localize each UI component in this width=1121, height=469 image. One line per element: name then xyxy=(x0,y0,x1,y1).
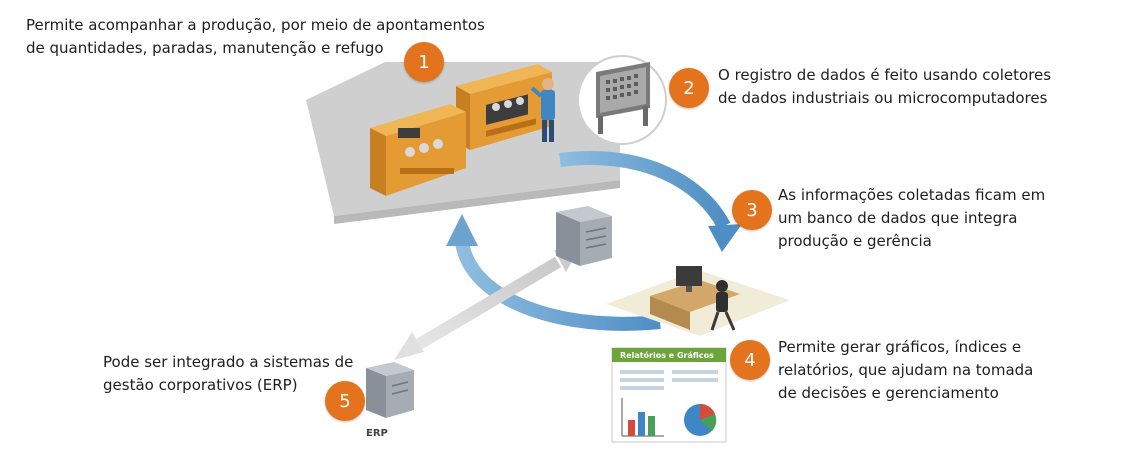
step-1-caption: Permite acompanhar a produção, por meio … xyxy=(26,14,526,60)
step-5-line: gestão corporativos (ERP) xyxy=(103,376,298,394)
step-5-caption: Pode ser integrado a sistemas de gestão … xyxy=(103,351,403,397)
report-icon: Relatórios e Gráficos xyxy=(611,347,727,443)
step-1-line: de quantidades, paradas, manutenção e re… xyxy=(26,39,384,57)
step-3-line: produção e gerência xyxy=(778,232,932,250)
workstation-icon xyxy=(606,266,790,336)
step-2-line: de dados industriais ou microcomputadore… xyxy=(718,89,1048,107)
step-1-line: Permite acompanhar a produção, por meio … xyxy=(26,16,485,34)
step-4-caption: Permite gerar gráficos, índices e relató… xyxy=(778,336,1062,405)
step-4-line: Permite gerar gráficos, índices e xyxy=(778,338,1022,356)
step-4-line: relatórios, que ajudam na tomada xyxy=(778,361,1034,379)
step-3-line: As informações coletadas ficam em xyxy=(778,186,1046,204)
step-1-badge: 1 xyxy=(404,42,444,82)
erp-label: ERP xyxy=(366,428,388,439)
step-3-badge: 3 xyxy=(732,190,772,230)
step-2-badge: 2 xyxy=(669,68,709,108)
step-5-line: Pode ser integrado a sistemas de xyxy=(103,353,354,371)
step-4-badge: 4 xyxy=(730,340,770,380)
flow-arrow-to-factory xyxy=(446,214,661,331)
step-3-caption: As informações coletadas ficam em um ban… xyxy=(778,184,1062,253)
industrial-machine-icon xyxy=(456,64,552,150)
industrial-machine-icon xyxy=(370,104,466,196)
step-2-caption: O registro de dados é feito usando colet… xyxy=(718,64,1118,110)
step-3-line: um banco de dados que integra xyxy=(778,209,1018,227)
data-collector-icon xyxy=(577,55,667,145)
integration-arrow xyxy=(394,250,578,360)
step-4-line: de decisões e gerenciamento xyxy=(778,384,999,402)
erp-server-icon: ERP xyxy=(366,362,414,439)
worker-icon xyxy=(530,78,555,142)
report-title: Relatórios e Gráficos xyxy=(620,350,714,360)
flow-arrow-to-office xyxy=(559,151,742,252)
step-2-line: O registro de dados é feito usando colet… xyxy=(718,66,1052,84)
server-icon xyxy=(556,206,612,266)
step-5-badge: 5 xyxy=(325,381,365,421)
